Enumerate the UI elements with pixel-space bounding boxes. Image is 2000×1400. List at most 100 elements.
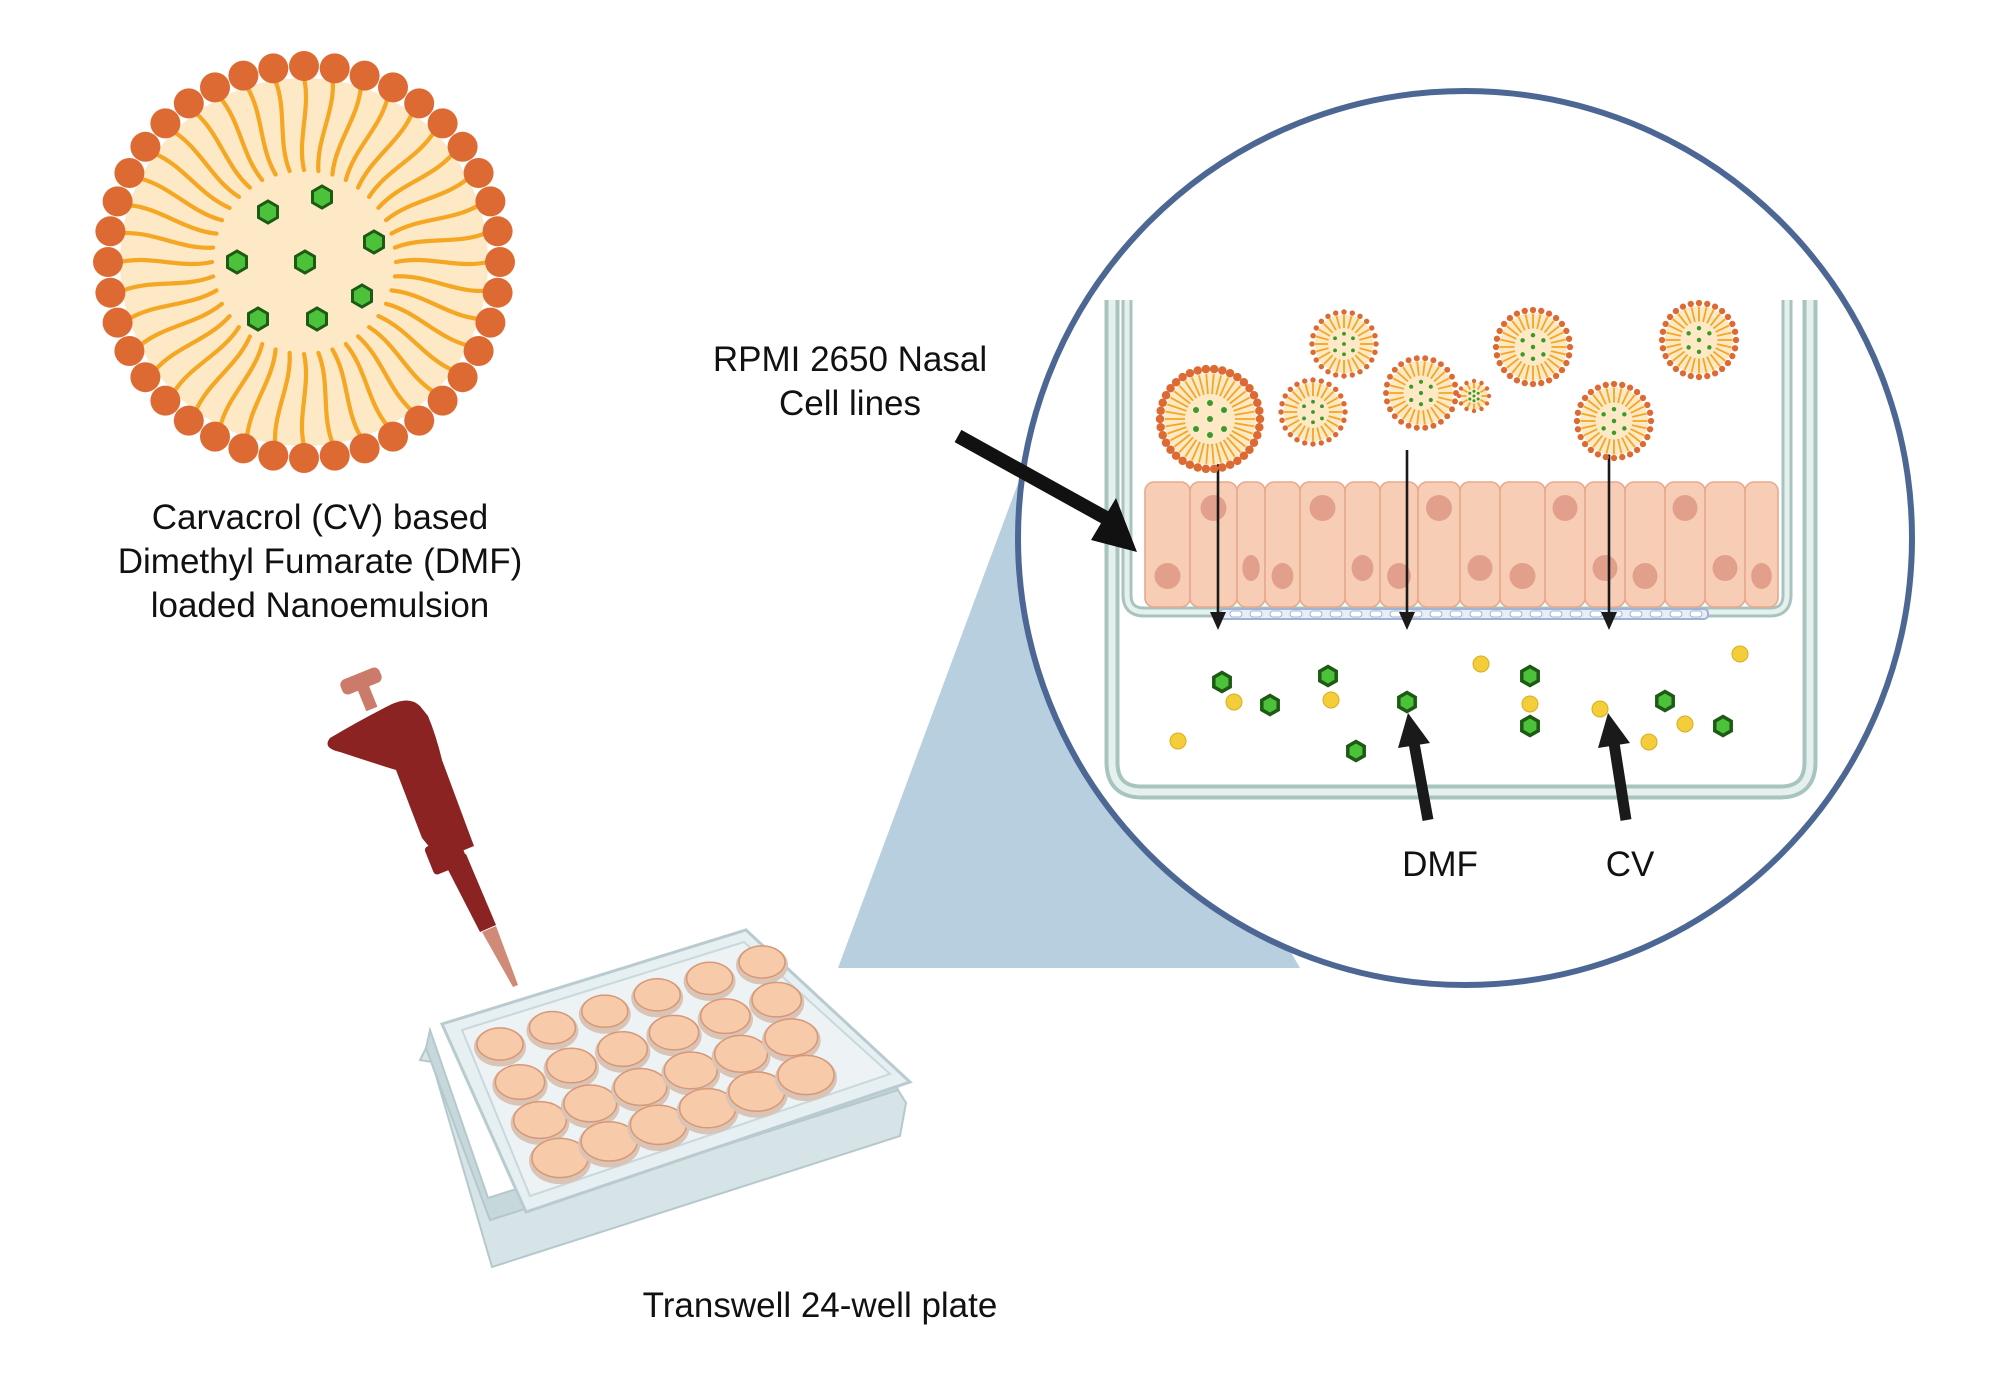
cell-nucleus bbox=[1309, 495, 1336, 521]
mini-lipid-head bbox=[1594, 384, 1602, 391]
plate-well bbox=[633, 977, 681, 1012]
plate-well bbox=[777, 1054, 835, 1096]
mini-lipid-head bbox=[1372, 349, 1378, 356]
membrane-pore bbox=[1649, 610, 1663, 618]
mini-lipid-head bbox=[1493, 335, 1501, 342]
plate-well bbox=[512, 1100, 568, 1140]
mini-lipid-head bbox=[1449, 406, 1455, 413]
mini-lipid-head bbox=[1464, 380, 1469, 386]
cv-molecule bbox=[1591, 700, 1609, 718]
epithelial-cell bbox=[1459, 481, 1501, 608]
lipid-head bbox=[289, 443, 319, 473]
mini-lipid-tail bbox=[1690, 357, 1696, 373]
mini-lipid-head bbox=[1342, 409, 1348, 415]
mini-lipid-head bbox=[1506, 314, 1514, 322]
mini-lipid-tail bbox=[1543, 320, 1555, 334]
dmf-molecule bbox=[226, 249, 248, 275]
mini-lipid-tail bbox=[1617, 438, 1623, 454]
mini-lipid-tail bbox=[1621, 437, 1630, 452]
mini-lipid-tail bbox=[1392, 400, 1406, 409]
mini-drug-dot bbox=[1207, 432, 1213, 438]
lipid-tail bbox=[120, 231, 216, 250]
lipid-tail bbox=[218, 96, 265, 183]
mini-lipid-head bbox=[1479, 406, 1484, 412]
mini-lipid-head bbox=[1332, 386, 1339, 393]
mini-lipid-head bbox=[1185, 368, 1195, 378]
cv-molecule bbox=[1676, 715, 1694, 733]
mini-drug-dot bbox=[1333, 348, 1337, 353]
lipid-head bbox=[173, 88, 204, 119]
cv-molecule bbox=[1521, 695, 1539, 713]
mini-lipid-head bbox=[1255, 406, 1264, 416]
mini-lipid-head bbox=[1644, 401, 1651, 409]
lipid-tail bbox=[245, 347, 278, 440]
mini-lipid-tail bbox=[1165, 410, 1186, 416]
mini-drug-dot bbox=[1302, 404, 1306, 409]
mini-lipid-head bbox=[1166, 384, 1175, 393]
mini-lipid-head bbox=[1218, 366, 1227, 375]
mini-lipid-tail bbox=[1536, 364, 1542, 380]
lipid-tail bbox=[356, 334, 415, 413]
mini-drug-dot bbox=[1601, 412, 1606, 417]
mini-lipid-head bbox=[1218, 463, 1227, 472]
mini-drug-dot bbox=[1530, 332, 1536, 338]
mini-lipid-tail bbox=[1668, 347, 1683, 356]
dmf-molecule bbox=[1212, 670, 1232, 694]
mini-lipid-head bbox=[1158, 398, 1167, 408]
transport-arrows bbox=[1210, 450, 1617, 630]
mini-lipid-tail bbox=[1631, 424, 1647, 430]
lipid-tail bbox=[138, 176, 225, 223]
mini-lipid-head bbox=[1444, 366, 1451, 373]
mini-lipid-head bbox=[1313, 357, 1320, 363]
mini-lipid-head bbox=[1679, 370, 1687, 377]
mini-lipid-head bbox=[1566, 343, 1574, 351]
lipid-tail bbox=[218, 341, 265, 428]
mini-lipid-head bbox=[1373, 341, 1379, 347]
mini-lipid-tail bbox=[1357, 351, 1370, 360]
mini-lipid-head bbox=[1724, 313, 1732, 321]
mini-lipid-tail bbox=[1320, 386, 1329, 399]
mini-lipid-head bbox=[1529, 306, 1537, 314]
mini-lipid-tail bbox=[1229, 390, 1247, 405]
mini-lipid-tail bbox=[1184, 380, 1198, 399]
mini-lipid-head bbox=[1486, 393, 1492, 399]
mini-lipid-head bbox=[1253, 398, 1262, 408]
lipid-tail bbox=[343, 341, 390, 428]
mini-lipid-head bbox=[1422, 355, 1429, 362]
mini-drug-dot bbox=[1311, 420, 1315, 425]
nanoemulsion-label-line-3: loaded Nanoemulsion bbox=[150, 586, 490, 625]
mini-lipid-tail bbox=[1191, 441, 1201, 461]
mini-lipid-tail bbox=[1354, 322, 1366, 334]
lipid-tail bbox=[138, 301, 225, 348]
plate-well bbox=[738, 945, 786, 979]
mini-lipid-tail bbox=[1506, 325, 1520, 337]
mini-lipid-tail bbox=[1219, 377, 1229, 397]
mini-drug-dot bbox=[1428, 397, 1433, 403]
magnified-view bbox=[1015, 88, 1915, 988]
mini-lipid-tail bbox=[1178, 436, 1194, 453]
mini-lipid-head bbox=[1384, 381, 1390, 388]
membrane-pore bbox=[1669, 610, 1683, 618]
mini-lipid-head bbox=[1341, 417, 1347, 424]
mini-drug-dot bbox=[1351, 348, 1355, 353]
mini-lipid-tail bbox=[1287, 396, 1300, 405]
mini-lipid-tail bbox=[1416, 361, 1420, 376]
lipid-tail bbox=[330, 347, 363, 440]
mini-drug-dot bbox=[1541, 338, 1546, 343]
lipid-tail bbox=[273, 350, 292, 446]
cell-nucleus bbox=[1632, 563, 1658, 589]
mini-drug-dot bbox=[1311, 410, 1315, 414]
cell-nucleus bbox=[1154, 563, 1181, 589]
mini-lipid-tail bbox=[1416, 410, 1420, 425]
mini-lipid-head bbox=[1233, 456, 1242, 466]
mini-lipid-tail bbox=[1598, 390, 1607, 405]
mini-lipid-tail bbox=[1712, 318, 1726, 330]
mini-lipid-head bbox=[1245, 384, 1254, 393]
mini-lipid-head bbox=[1521, 307, 1528, 315]
mini-lipid-tail bbox=[1436, 377, 1450, 386]
lipid-head bbox=[378, 421, 408, 452]
mini-lipid-tail bbox=[1165, 422, 1186, 428]
mini-lipid-head bbox=[1413, 355, 1420, 362]
mini-lipid-tail bbox=[1550, 338, 1566, 344]
membrane-pore bbox=[1629, 610, 1643, 618]
